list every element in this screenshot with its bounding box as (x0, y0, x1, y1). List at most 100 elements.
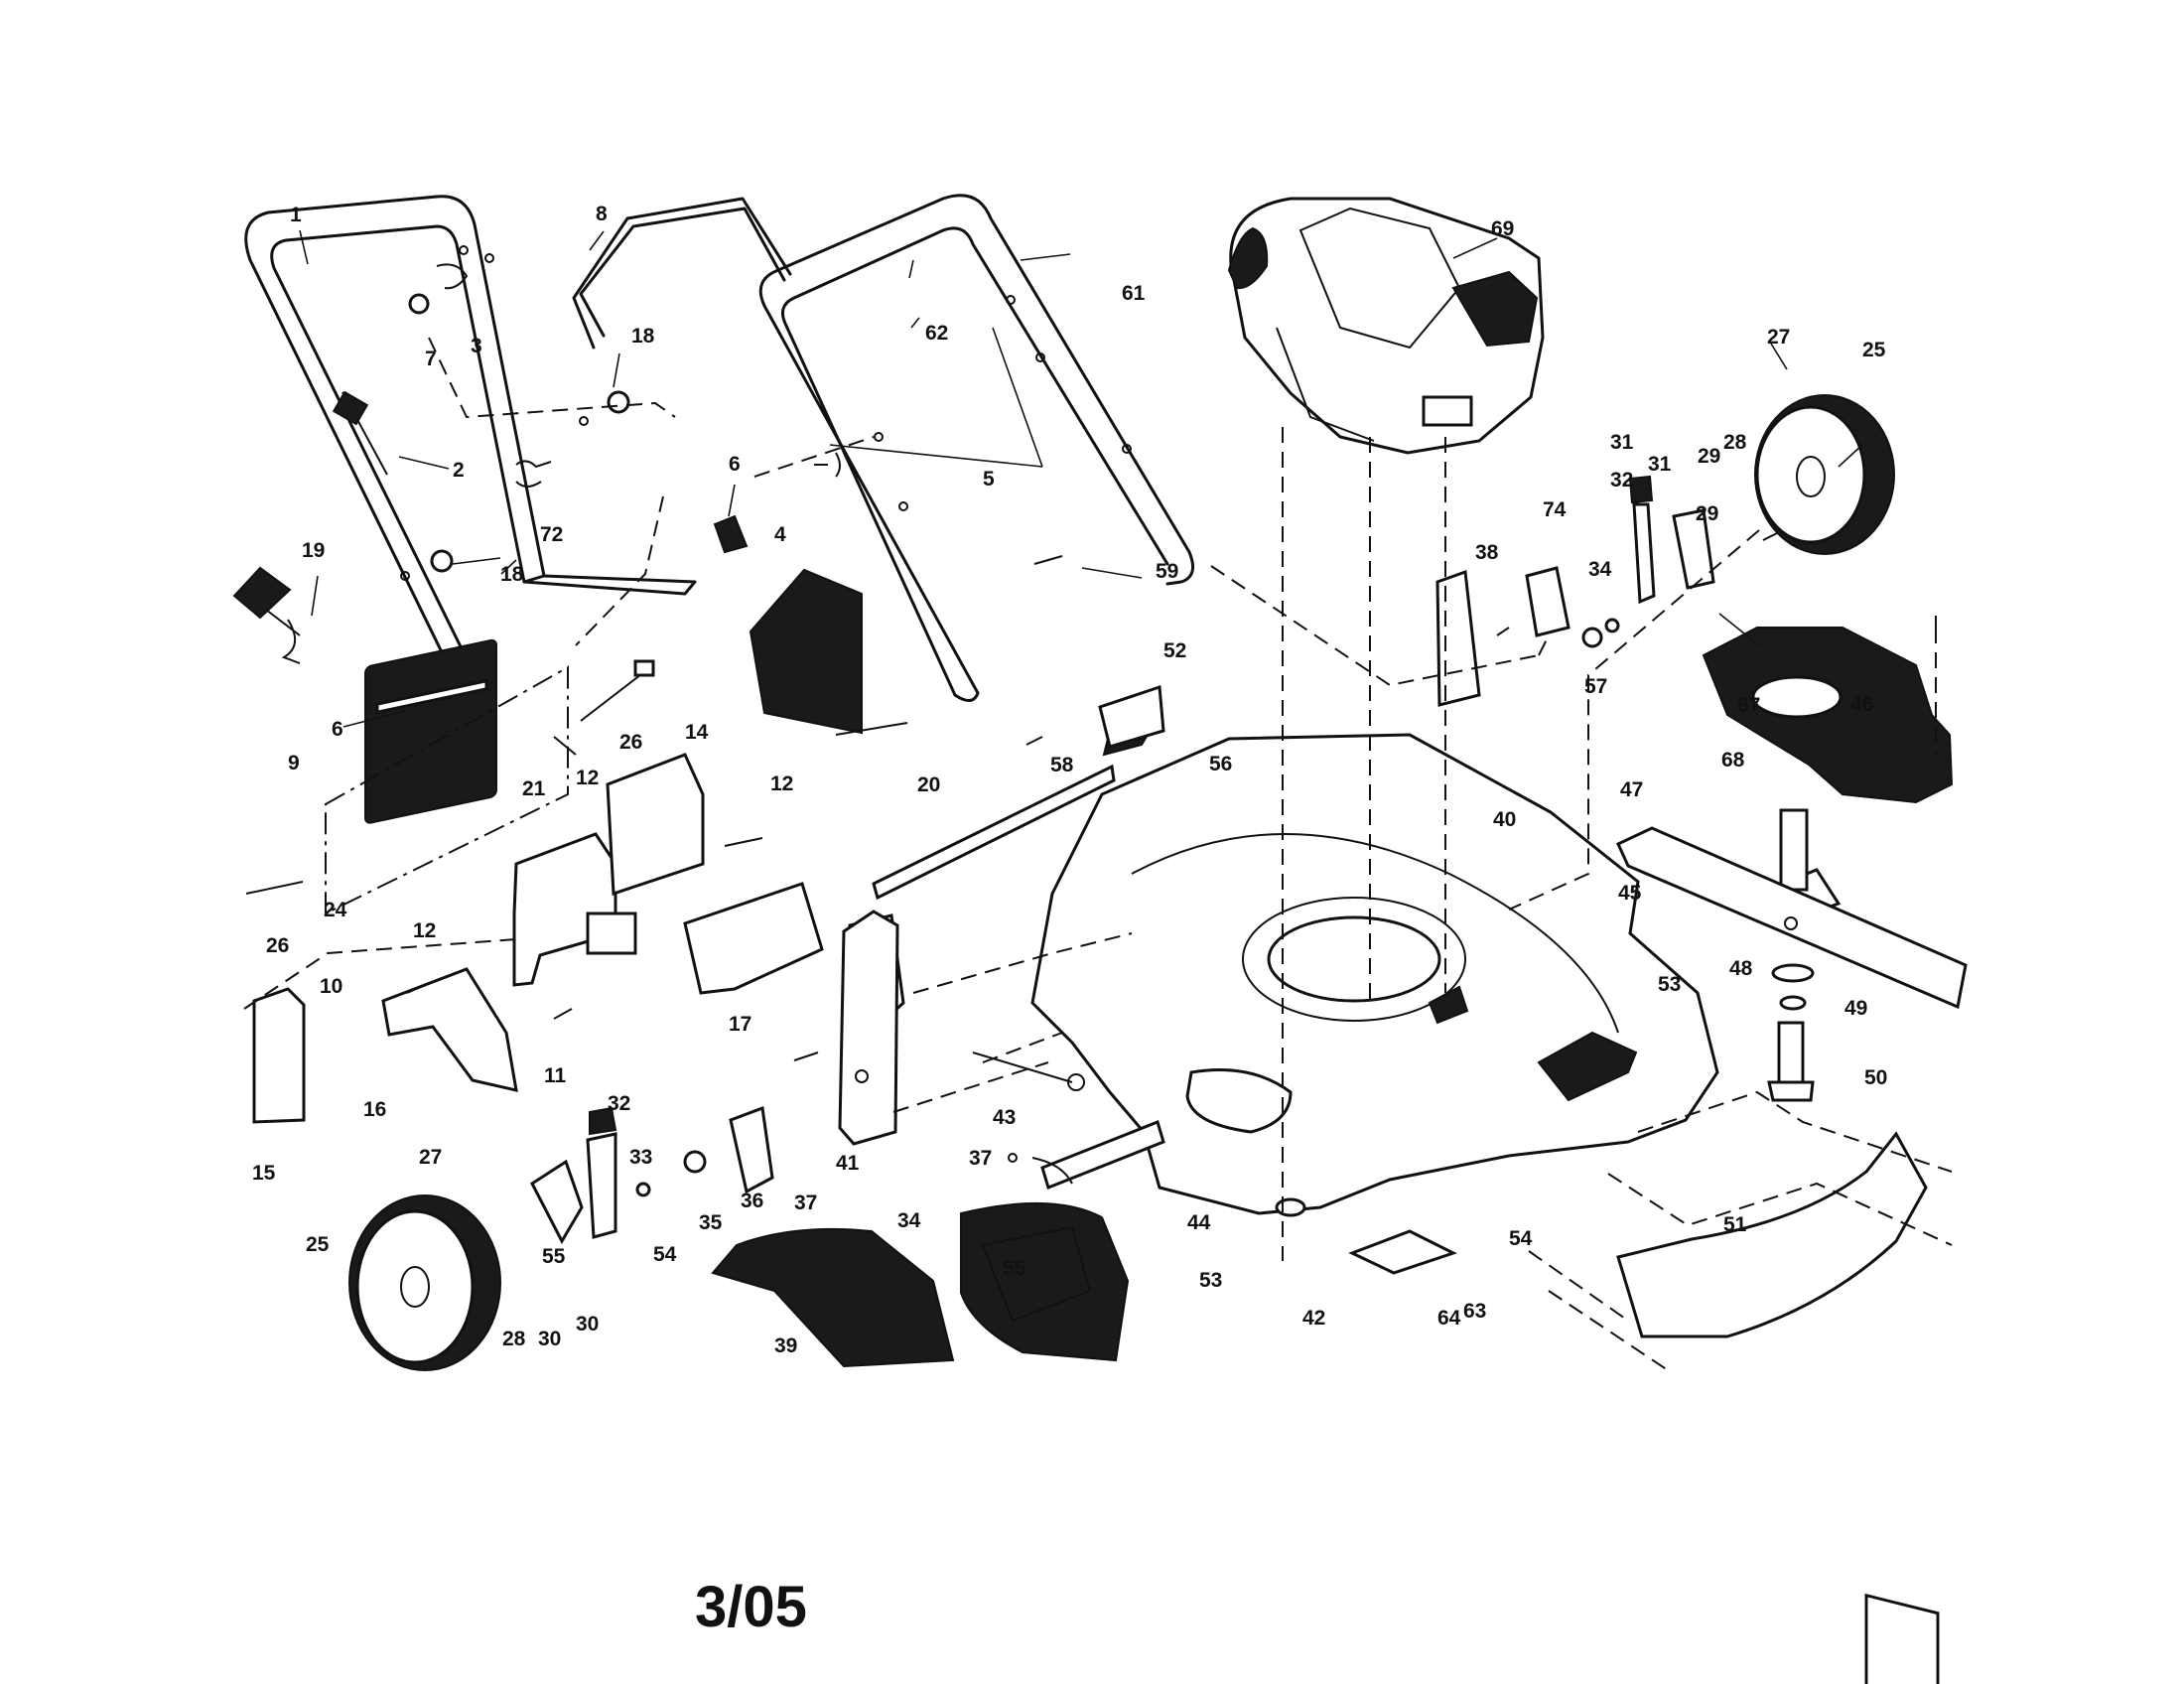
left-brackets (252, 753, 905, 1124)
callout-label: 3 (471, 335, 482, 357)
callout-label: 27 (419, 1146, 442, 1169)
callout-label: 12 (770, 772, 793, 795)
callout-label: 41 (836, 1152, 860, 1175)
callout-label: 53 (1199, 1269, 1222, 1292)
callout-label: 32 (608, 1092, 630, 1115)
callout-label: 62 (925, 322, 948, 345)
callout-label: 58 (1050, 754, 1074, 776)
callout-label: 54 (653, 1243, 677, 1266)
callout-label: 7 (425, 348, 437, 370)
callout-label: 14 (685, 721, 709, 744)
callout-label: 68 (1721, 749, 1745, 772)
callout-label: 69 (1491, 217, 1514, 240)
callout-label: 5 (983, 468, 995, 491)
callout-label: 57 (1584, 675, 1607, 698)
engine-64 (1227, 197, 1545, 455)
callout-label: 61 (1122, 282, 1146, 305)
callout-label: 6 (332, 718, 343, 741)
callout-label: 50 (1864, 1066, 1887, 1089)
callout-label: 37 (969, 1147, 992, 1170)
callout-label: 45 (1618, 882, 1642, 905)
callout-label: 55 (1003, 1257, 1026, 1280)
callout-label: 54 (1509, 1227, 1533, 1250)
callout-label: 56 (1209, 753, 1232, 775)
assembly-guide-lines (243, 337, 1953, 1371)
callout-label: 18 (500, 563, 524, 586)
callout-label: 25 (1862, 339, 1886, 361)
callout-label: 6 (729, 453, 741, 476)
callout-label: 29 (1696, 502, 1718, 525)
callout-label: 28 (1723, 431, 1747, 454)
callout-label: 46 (1850, 693, 1873, 716)
callout-leaders (299, 229, 1863, 728)
mower-deck-44 (1030, 705, 1719, 1215)
callout-label: 9 (288, 752, 300, 774)
callout-label: 26 (266, 934, 289, 957)
callout-label: 44 (1187, 1211, 1211, 1234)
callout-label: 30 (576, 1313, 599, 1335)
callout-label: 31 (1610, 431, 1634, 454)
control-bar (572, 197, 792, 350)
callout-label: 67 (1737, 694, 1760, 717)
callout-label: 55 (542, 1245, 566, 1268)
callout-label: 32 (1610, 469, 1633, 491)
callout-label: 12 (576, 767, 599, 789)
axle-bar-20 (872, 764, 1116, 901)
callout-label: 63 (1463, 1300, 1486, 1323)
fasteners (245, 527, 1937, 1061)
callout-label: 29 (1698, 445, 1720, 468)
callout-label: 30 (538, 1328, 561, 1350)
callout-label: 27 (1767, 326, 1790, 349)
rear-wheel-27 (1754, 394, 1895, 555)
callout-label: 64 (1437, 1307, 1461, 1330)
callout-label: 10 (320, 975, 342, 998)
callout-label: 17 (729, 1013, 751, 1036)
rear-skirt-51 (1616, 1131, 1940, 1684)
callout-label: 74 (1543, 498, 1567, 521)
callout-label: 19 (302, 539, 325, 562)
callout-label: 33 (629, 1146, 652, 1169)
blade-47 (1616, 826, 1968, 1010)
callout-label: 36 (741, 1190, 763, 1212)
callout-label: 34 (1588, 558, 1612, 581)
callout-label: 16 (363, 1098, 386, 1121)
front-wheel-27 (348, 1194, 501, 1371)
callout-label: 49 (1844, 997, 1867, 1020)
callout-label: 20 (917, 773, 940, 796)
callout-labels: 1 2 3 4 5 6 6 7 8 9 10 11 12 12 12 14 15… (252, 203, 1887, 1357)
callout-label: 47 (1620, 778, 1643, 801)
revision-date: 3/05 (695, 1575, 807, 1639)
upper-handle (244, 195, 697, 705)
callout-label: 2 (453, 459, 465, 482)
callout-label: 35 (699, 1211, 723, 1234)
bag-panel-4 (749, 568, 863, 735)
callout-label: 4 (774, 523, 786, 546)
callout-label: 48 (1729, 957, 1753, 980)
callout-label: 37 (794, 1192, 817, 1214)
callout-label: 1 (290, 204, 302, 226)
height-adjuster-40 (838, 910, 899, 1146)
callout-label: 72 (540, 523, 563, 546)
callout-label: 28 (502, 1328, 526, 1350)
callout-label: 51 (1723, 1213, 1747, 1236)
callout-label: 8 (596, 203, 608, 225)
callout-label: 34 (897, 1209, 921, 1232)
callout-label: 18 (631, 325, 655, 348)
callout-label: 53 (1658, 973, 1681, 996)
callout-label: 26 (619, 731, 642, 754)
blade-hardware (1767, 963, 1815, 1102)
callout-label: 42 (1302, 1307, 1325, 1330)
callout-label: 11 (544, 1064, 567, 1087)
callout-label: 52 (1163, 639, 1186, 662)
callout-label: 31 (1648, 453, 1672, 476)
callout-label: 21 (522, 777, 546, 800)
callout-label: 59 (1156, 560, 1178, 583)
callout-label: 24 (324, 899, 347, 921)
callout-label: 39 (774, 1334, 797, 1357)
wheel-brackets (530, 475, 1715, 1245)
callout-label: 40 (1493, 808, 1516, 831)
lower-handle (758, 194, 1195, 702)
grass-bag-38-33 (711, 1201, 1130, 1368)
